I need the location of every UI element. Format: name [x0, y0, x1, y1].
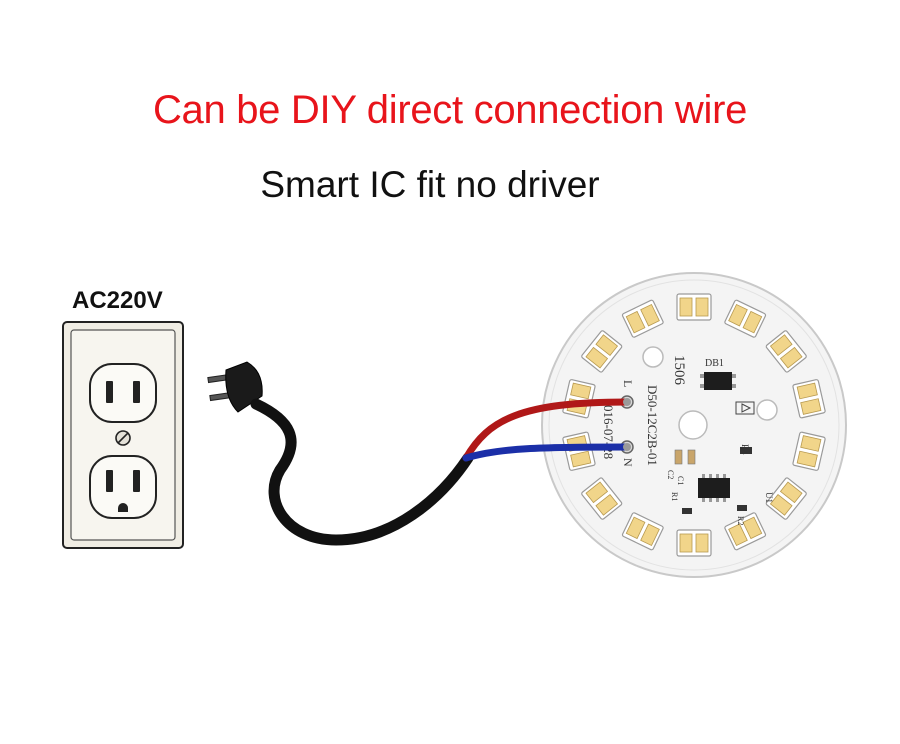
resistor-label: R4: [740, 444, 750, 455]
smd-led: [724, 299, 767, 338]
pad-live-label: L: [621, 380, 635, 387]
bridge-label: DB1: [705, 358, 724, 369]
board-model-code: 1506: [671, 355, 687, 386]
driver-ic: [698, 474, 730, 502]
live-solder-joint: [623, 398, 631, 406]
live-wire: [462, 398, 631, 462]
subheadline: Smart IC fit no driver: [260, 164, 600, 205]
smd-resistor: [682, 508, 692, 514]
diode-mark: [735, 401, 755, 415]
board-silk-date: 016-07-28: [601, 405, 616, 459]
smd-led: [676, 293, 712, 321]
mount-hole: [642, 346, 664, 368]
resistor-label-1: R1: [670, 492, 679, 501]
smd-capacitor: [687, 449, 696, 465]
led-pcb-board: 1506 D50-12C2B-01 016-07-28 L N DB1 R4 U…: [541, 272, 847, 578]
smd-led: [581, 477, 623, 520]
smd-led: [621, 299, 664, 338]
center-hole: [678, 410, 708, 440]
bridge-rectifier: [700, 372, 736, 390]
smd-led: [792, 379, 826, 419]
socket-bottom: [89, 455, 157, 519]
smd-resistor: [740, 447, 752, 454]
capacitor-label-1: C1: [676, 476, 685, 485]
neutral-wire: [462, 443, 631, 462]
neutral-solder-joint: [623, 443, 631, 451]
smd-led: [765, 330, 807, 373]
ic-label: U1: [764, 492, 774, 503]
plate-screw: [115, 430, 131, 446]
smd-led: [581, 330, 623, 373]
wall-outlet: [62, 321, 184, 549]
led-array: [562, 293, 826, 557]
voltage-label: AC220V: [72, 287, 163, 314]
socket-top: [89, 363, 157, 423]
smd-capacitor: [674, 449, 683, 465]
capacitor-label-2: C2: [666, 470, 675, 479]
headline: Can be DIY direct connection wire: [152, 88, 748, 132]
resistor-label-2: R2: [736, 516, 745, 525]
smd-led: [676, 529, 712, 557]
power-cable: [250, 398, 474, 546]
smd-resistor: [737, 505, 747, 511]
smd-led: [724, 512, 767, 551]
pad-neutral-label: N: [621, 458, 635, 467]
smd-led: [792, 431, 826, 471]
mount-hole: [756, 399, 778, 421]
smd-led: [765, 477, 807, 520]
board-silk-main: D50-12C2B-01: [645, 385, 660, 466]
smd-led: [621, 512, 664, 551]
